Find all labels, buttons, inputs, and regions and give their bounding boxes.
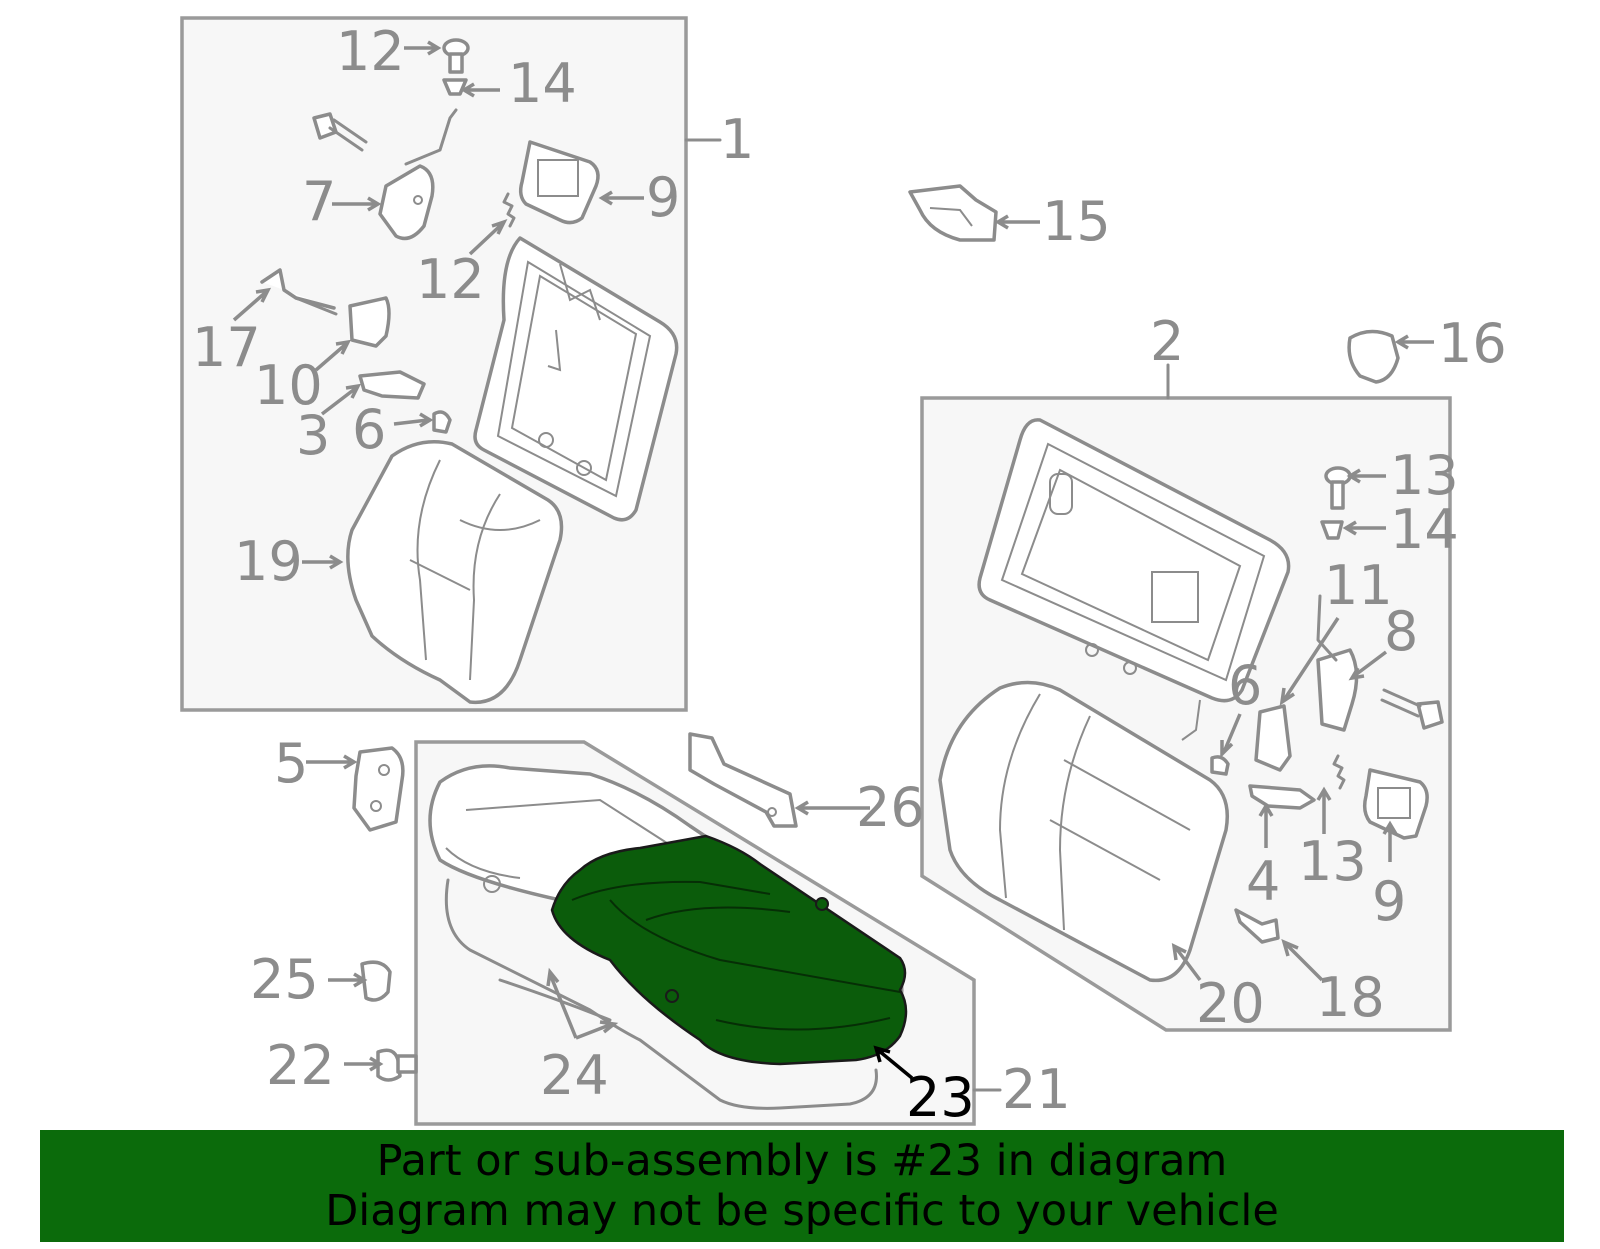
part-20-seat-back-right <box>938 680 1229 983</box>
leader-arrows <box>232 40 1434 1080</box>
banner-line-disclaimer: Diagram may not be specific to your vehi… <box>325 1186 1279 1236</box>
callout-13-right: 13 <box>1390 444 1459 507</box>
part-7-hinge <box>378 108 458 241</box>
callout-14-right: 14 <box>1390 498 1459 561</box>
part-8-hinge-right <box>1316 594 1359 732</box>
callout-2: 2 <box>1150 310 1184 373</box>
part-9-latch-right <box>1362 768 1429 840</box>
part-14-clip-right <box>1320 520 1344 540</box>
callout-10: 10 <box>254 354 323 417</box>
callout-5: 5 <box>274 732 308 795</box>
callout-12-right: 13 <box>1298 830 1367 893</box>
part-2-seat-back-frame-right <box>977 418 1291 741</box>
callout-21: 21 <box>1002 1058 1071 1121</box>
part-16-cap <box>1347 329 1400 384</box>
callout-16: 16 <box>1438 312 1507 375</box>
callout-15: 15 <box>1042 190 1111 253</box>
callout-9-left: 9 <box>646 166 680 229</box>
part-15-bracket <box>908 184 998 242</box>
part-6-nut-right <box>1210 755 1230 776</box>
part-bolt-right <box>1380 688 1444 730</box>
part-9-latch-left <box>518 140 600 225</box>
part-26-rod <box>688 732 798 828</box>
banner-line-part-number: Part or sub-assembly is #23 in diagram <box>376 1136 1228 1186</box>
callout-labels: 12 14 1 7 9 12 17 10 3 6 19 15 2 16 13 1… <box>192 20 1507 1129</box>
callout-26: 26 <box>856 776 925 839</box>
callout-13-left: 12 <box>336 20 405 83</box>
callout-1: 1 <box>720 108 754 171</box>
callout-4: 4 <box>1246 850 1280 913</box>
callout-25: 25 <box>250 948 319 1011</box>
callout-18: 18 <box>1316 966 1385 1029</box>
part-6-bracket-right <box>1254 704 1292 772</box>
info-banner: Part or sub-assembly is #23 in diagram D… <box>40 1130 1564 1242</box>
callout-3: 3 <box>296 404 330 467</box>
part-19-seat-back-left <box>346 440 564 705</box>
callout-22: 22 <box>266 1034 335 1097</box>
callout-8: 8 <box>1384 600 1418 663</box>
callout-7: 7 <box>302 170 336 233</box>
part-5-hinge <box>352 746 405 832</box>
callout-19: 19 <box>234 530 303 593</box>
part-1-seat-back-frame-left <box>473 236 679 522</box>
part-18-rod-right <box>1234 908 1280 944</box>
part-22-bolt <box>376 1048 418 1082</box>
part-13-bolt-left <box>442 38 470 74</box>
callout-24: 24 <box>540 1044 609 1107</box>
part-25-grommet <box>360 960 392 1002</box>
callout-11: 11 <box>1324 554 1393 617</box>
part-12-spring-right <box>1332 754 1346 790</box>
part-10-bracket-left <box>348 296 391 348</box>
part-17-rod <box>260 268 338 316</box>
callout-6-left: 6 <box>352 398 386 461</box>
callout-12-left: 12 <box>416 248 485 311</box>
part-14-clip-left <box>442 78 468 96</box>
callout-6-right: 6 <box>1228 654 1262 717</box>
callout-23-highlighted[interactable]: 23 <box>906 1066 975 1129</box>
callout-14-left: 14 <box>508 52 577 115</box>
callout-20: 20 <box>1196 972 1265 1035</box>
part-24-seat-wire <box>444 878 878 1110</box>
part-12-spring-left <box>502 192 516 228</box>
part-bolt-left <box>312 112 368 152</box>
part-6-nut-left <box>432 410 452 434</box>
part-3-plate-left <box>358 370 426 400</box>
part-4-plate-right <box>1248 784 1316 810</box>
callout-9-right: 9 <box>1372 870 1406 933</box>
part-23-seat-cushion-pad-highlighted[interactable] <box>550 834 908 1066</box>
callout-17: 17 <box>192 316 261 379</box>
